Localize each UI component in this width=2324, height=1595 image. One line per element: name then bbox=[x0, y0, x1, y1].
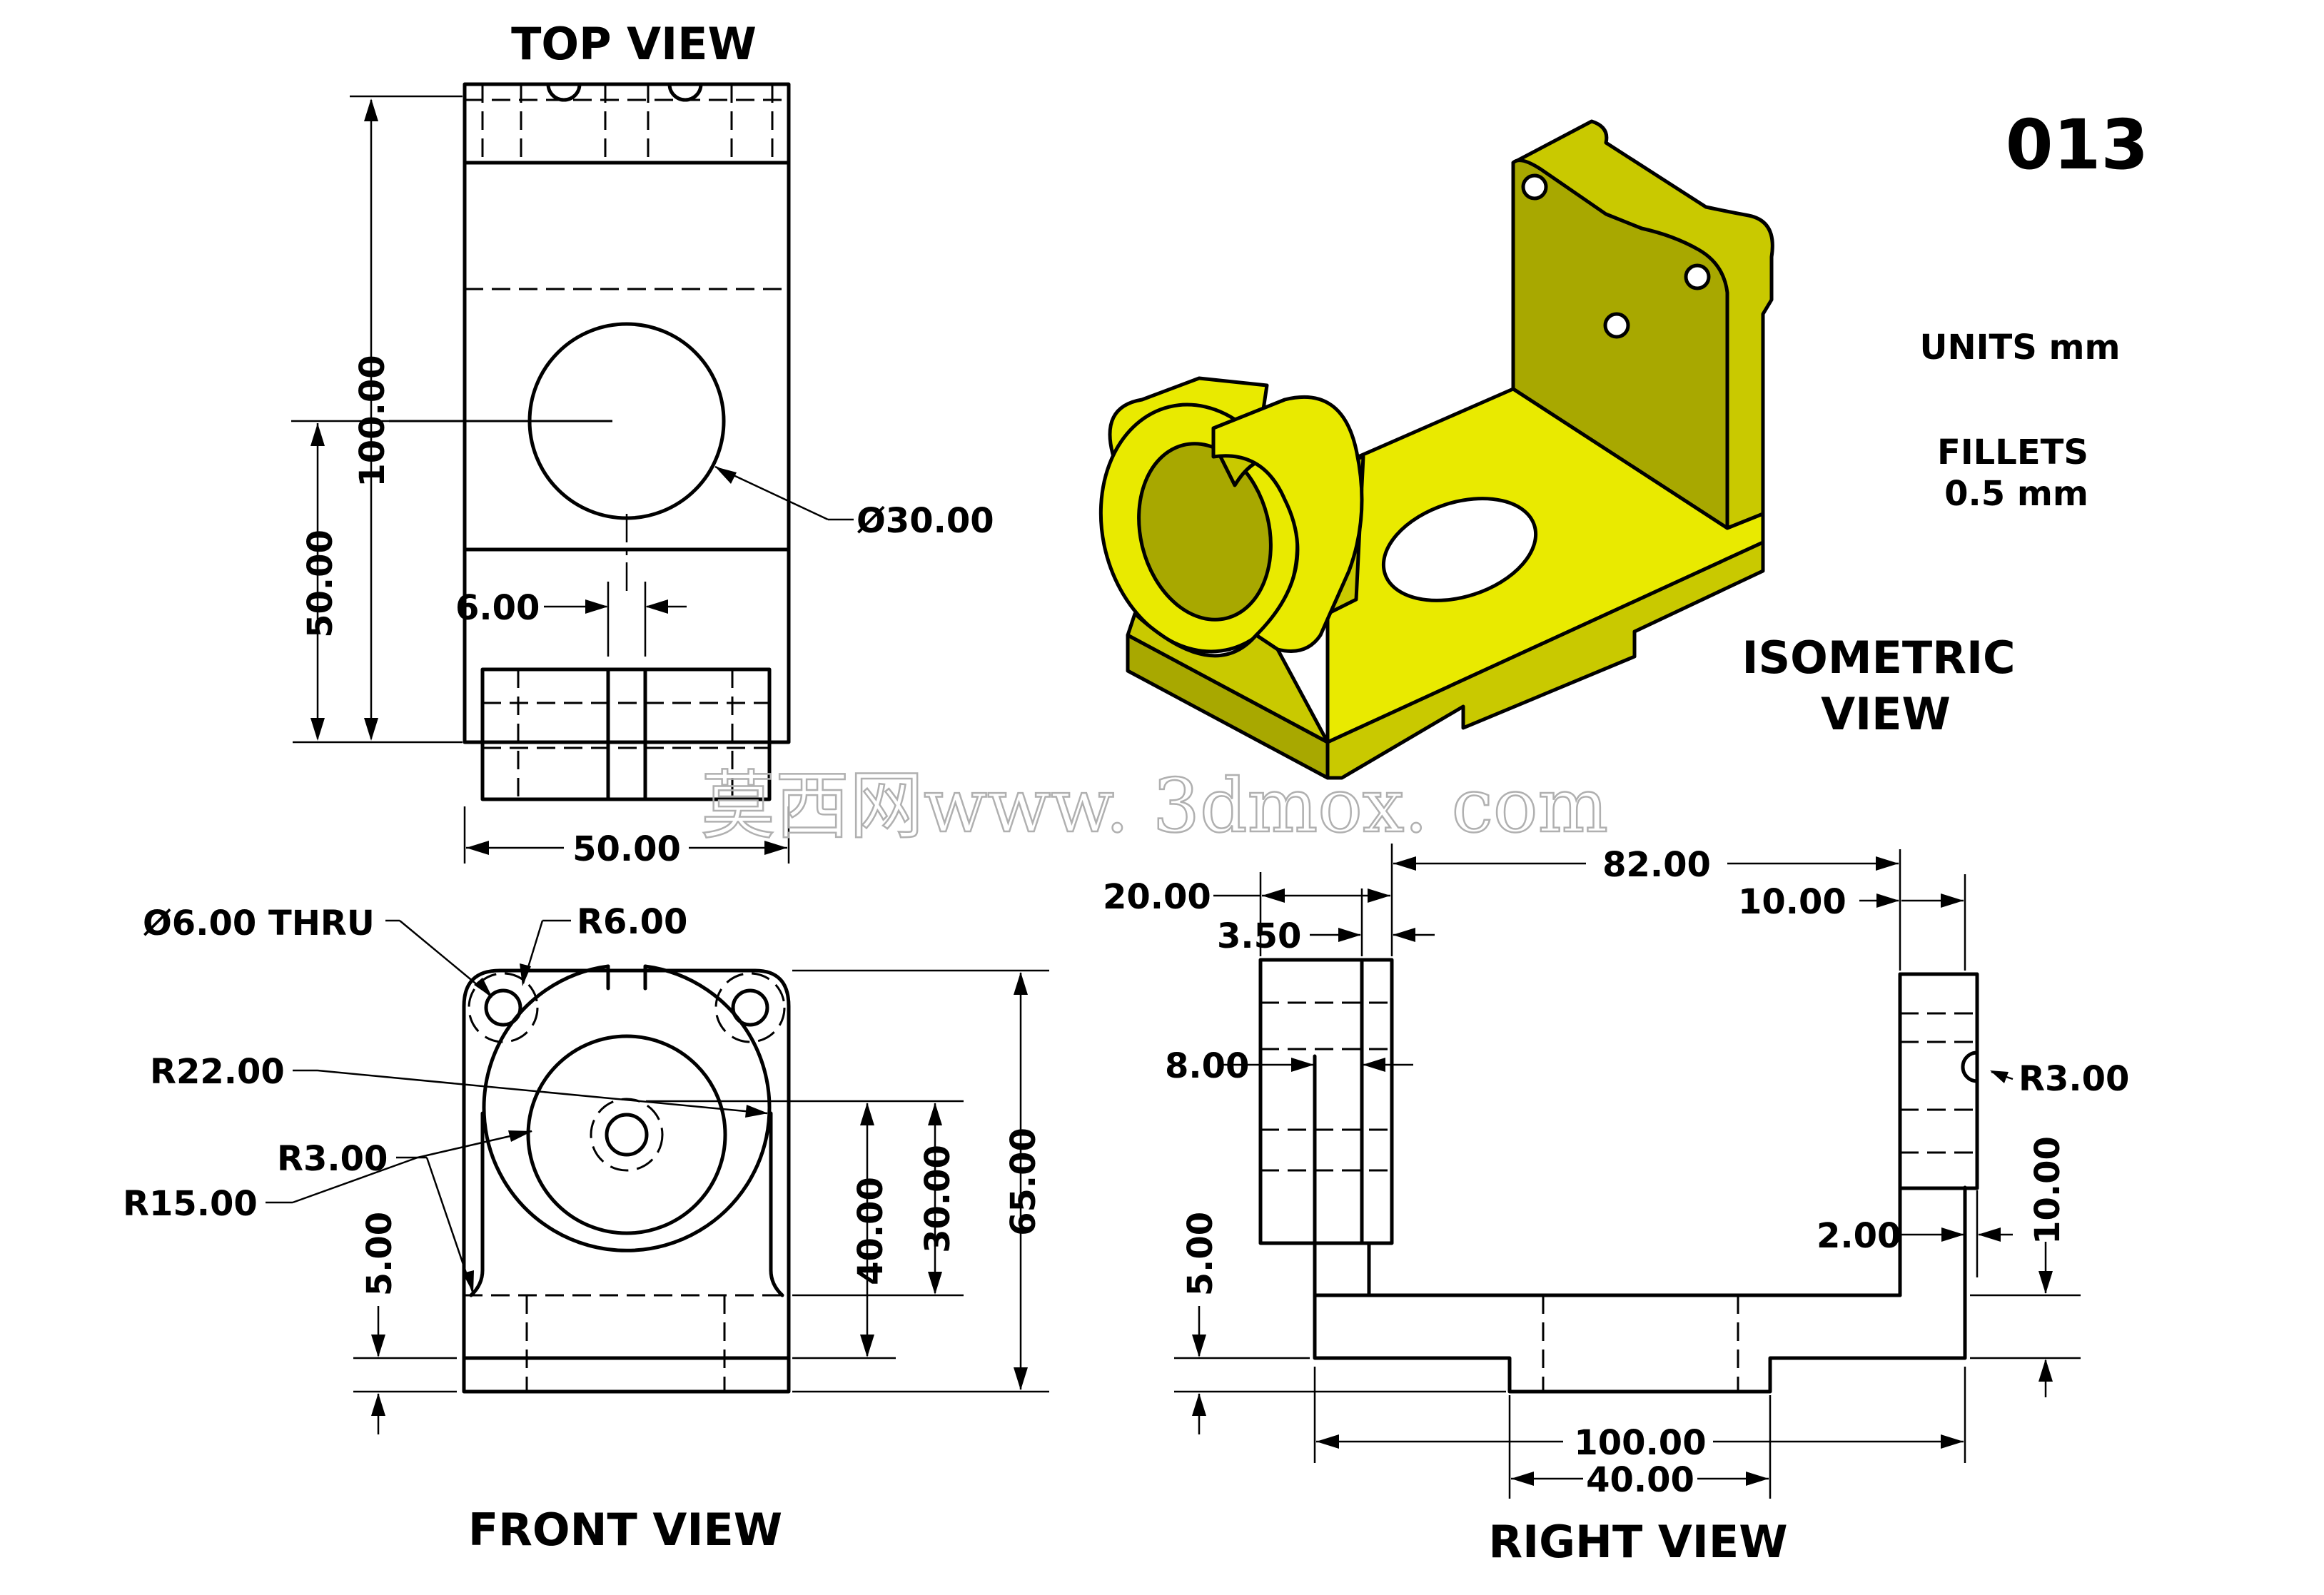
watermark: 莫西网www. 3dmox. com bbox=[701, 762, 1608, 849]
dim-front-r6: R6.00 bbox=[577, 902, 687, 942]
dim-front-30: 30.00 bbox=[918, 1145, 958, 1253]
dim-top-50-height: 50.00 bbox=[300, 530, 340, 638]
dim-right-100: 100.00 bbox=[1574, 1423, 1706, 1463]
front-thru-hole-right bbox=[731, 988, 769, 1027]
dim-right-r3: R3.00 bbox=[2019, 1059, 2129, 1099]
isometric-view-title-line1: ISOMETRIC bbox=[1742, 632, 2015, 684]
right-view-dimensions: 82.00 20.00 3.50 10.00 8.00 R3.00 bbox=[1103, 844, 2129, 1500]
dim-top-width-50: 50.00 bbox=[572, 829, 681, 869]
dim-front-thru-hole: Ø6.00 THRU bbox=[143, 903, 375, 943]
fillets-note-line1: FILLETS bbox=[1937, 432, 2088, 472]
dim-right-20: 20.00 bbox=[1103, 877, 1211, 917]
dim-front-r22: R22.00 bbox=[150, 1052, 285, 1092]
right-view-title: RIGHT VIEW bbox=[1488, 1516, 1787, 1568]
isometric-view-title-line2: VIEW bbox=[1821, 688, 1951, 740]
dim-front-r15: R15.00 bbox=[123, 1184, 258, 1224]
top-view-dimensions: 100.00 50.00 Ø30.00 6.00 50.00 bbox=[291, 95, 994, 869]
isometric-view bbox=[1098, 119, 1774, 780]
front-view bbox=[462, 964, 791, 1394]
front-inner-bore bbox=[526, 1034, 727, 1235]
dim-front-40: 40.00 bbox=[851, 1177, 891, 1285]
units-note: UNITS mm bbox=[1919, 328, 2120, 368]
dim-top-slot-6: 6.00 bbox=[455, 588, 540, 628]
dim-right-82: 82.00 bbox=[1602, 845, 1711, 885]
fillets-note-line2: 0.5 mm bbox=[1944, 474, 2088, 514]
top-view-title: TOP VIEW bbox=[511, 18, 757, 70]
top-view bbox=[389, 82, 791, 801]
dim-right-base-5: 5.00 bbox=[1181, 1212, 1221, 1296]
dim-right-step-2: 2.00 bbox=[1817, 1216, 1901, 1256]
front-view-title: FRONT VIEW bbox=[468, 1504, 782, 1556]
right-view bbox=[1258, 958, 1979, 1394]
sheet-number: 013 bbox=[2006, 105, 2148, 185]
dim-right-wall-10: 10.00 bbox=[1738, 882, 1846, 922]
dim-right-40: 40.00 bbox=[1586, 1460, 1694, 1500]
dim-right-3-5: 3.50 bbox=[1217, 916, 1301, 956]
dim-front-base-5: 5.00 bbox=[360, 1212, 400, 1296]
dim-front-65: 65.00 bbox=[1004, 1128, 1044, 1236]
dim-top-diameter-30: Ø30.00 bbox=[857, 501, 994, 541]
dim-front-r3: R3.00 bbox=[277, 1139, 388, 1179]
front-thru-hole-left bbox=[484, 988, 522, 1027]
front-view-dimensions: Ø6.00 THRU R6.00 R22.00 R15.00 R3.00 5.0… bbox=[123, 902, 1049, 1434]
dim-right-slot-8: 8.00 bbox=[1165, 1046, 1249, 1086]
dim-top-100: 100.00 bbox=[353, 355, 393, 487]
dim-right-plate-10: 10.00 bbox=[2028, 1136, 2068, 1245]
